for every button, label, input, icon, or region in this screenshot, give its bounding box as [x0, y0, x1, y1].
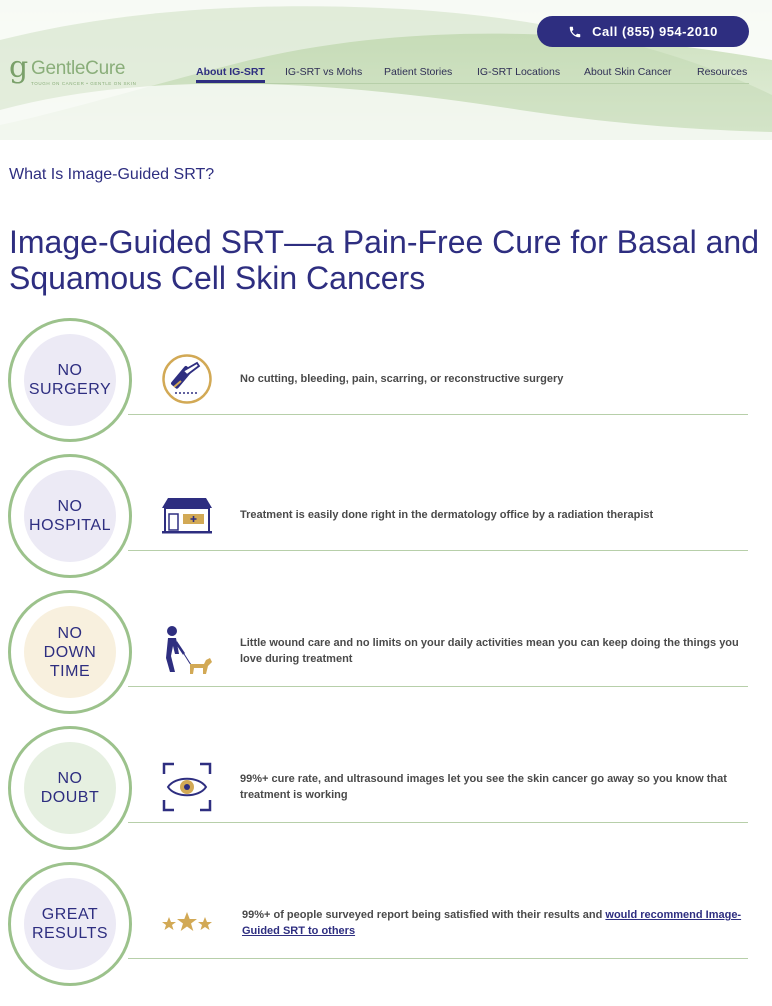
nav-item-ig-srt-locations[interactable]: IG-SRT Locations	[477, 66, 561, 78]
benefit-badge: NO HOSPITAL	[8, 454, 132, 578]
dermatology-office-icon	[160, 488, 214, 542]
row-divider	[128, 550, 748, 551]
benefit-text: No cutting, bleeding, pain, scarring, or…	[240, 373, 564, 385]
benefit-badge: NO DOWN TIME	[8, 590, 132, 714]
benefit-row-great-results: GREAT RESULTS 99%+ of people surveyed re…	[0, 862, 772, 986]
benefit-row-no-surgery: NO SURGERY No cutting, bleeding, pain, s…	[0, 318, 772, 442]
nav-item-patient-stories[interactable]: Patient Stories	[384, 66, 453, 78]
page-title: Image-Guided SRT—a Pain-Free Cure for Ba…	[9, 224, 759, 296]
call-button[interactable]: Call (855) 954-2010	[537, 16, 749, 47]
benefit-row-no-hospital: NO HOSPITAL Treatment is easily done rig…	[0, 454, 772, 578]
benefit-text: 99%+ of people surveyed report being sat…	[242, 907, 742, 939]
logo-mark: g	[9, 50, 29, 85]
benefit-row-no-down-time: NO DOWN TIME Little wound care and no li…	[0, 590, 772, 714]
no-surgery-scalpel-icon	[160, 352, 214, 406]
main-nav: About IG-SRT IG-SRT vs Mohs Patient Stor…	[196, 66, 749, 84]
benefit-text: Treatment is easily done right in the de…	[240, 509, 654, 521]
row-divider	[128, 958, 748, 959]
benefit-text: 99%+ cure rate, and ultrasound images le…	[240, 773, 727, 801]
three-stars-icon	[160, 896, 214, 950]
badge-label: NO SURGERY	[24, 334, 116, 426]
row-divider	[128, 686, 748, 687]
nav-item-resources[interactable]: Resources	[697, 66, 748, 78]
logo-wordmark: GentleCure	[31, 58, 126, 79]
badge-label: NO DOUBT	[24, 742, 116, 834]
call-button-label: Call (855) 954-2010	[592, 24, 718, 39]
nav-item-about-ig-srt[interactable]: About IG-SRT	[196, 66, 265, 83]
nav-item-about-skin-cancer[interactable]: About Skin Cancer	[584, 66, 672, 78]
badge-label: GREAT RESULTS	[24, 878, 116, 970]
row-divider	[128, 822, 748, 823]
badge-label: NO HOSPITAL	[24, 470, 116, 562]
logo-tagline: TOUGH ON CANCER • GENTLE ON SKIN	[31, 81, 137, 86]
benefit-badge: NO DOUBT	[8, 726, 132, 850]
site-header: g GentleCure TOUGH ON CANCER • GENTLE ON…	[0, 0, 772, 140]
benefit-badge: GREAT RESULTS	[8, 862, 132, 986]
badge-label: NO DOWN TIME	[24, 606, 116, 698]
nav-item-ig-srt-vs-mohs[interactable]: IG-SRT vs Mohs	[285, 66, 363, 78]
benefit-text: Little wound care and no limits on your …	[240, 637, 739, 665]
walking-dog-icon	[160, 624, 214, 678]
eye-scan-icon	[160, 760, 214, 814]
section-eyebrow: What Is Image-Guided SRT?	[9, 166, 215, 183]
benefit-row-no-doubt: NO DOUBT 99%+ cure rate, and ultrasound …	[0, 726, 772, 850]
gentlecure-logo[interactable]: g GentleCure TOUGH ON CANCER • GENTLE ON…	[9, 50, 149, 92]
row-divider	[128, 414, 748, 415]
phone-icon	[569, 26, 581, 37]
recommend-link[interactable]: would recommend Image-Guided SRT to othe…	[242, 909, 742, 937]
benefit-badge: NO SURGERY	[8, 318, 132, 442]
benefit-text-lead: 99%+ of people surveyed report being sat…	[242, 909, 606, 921]
